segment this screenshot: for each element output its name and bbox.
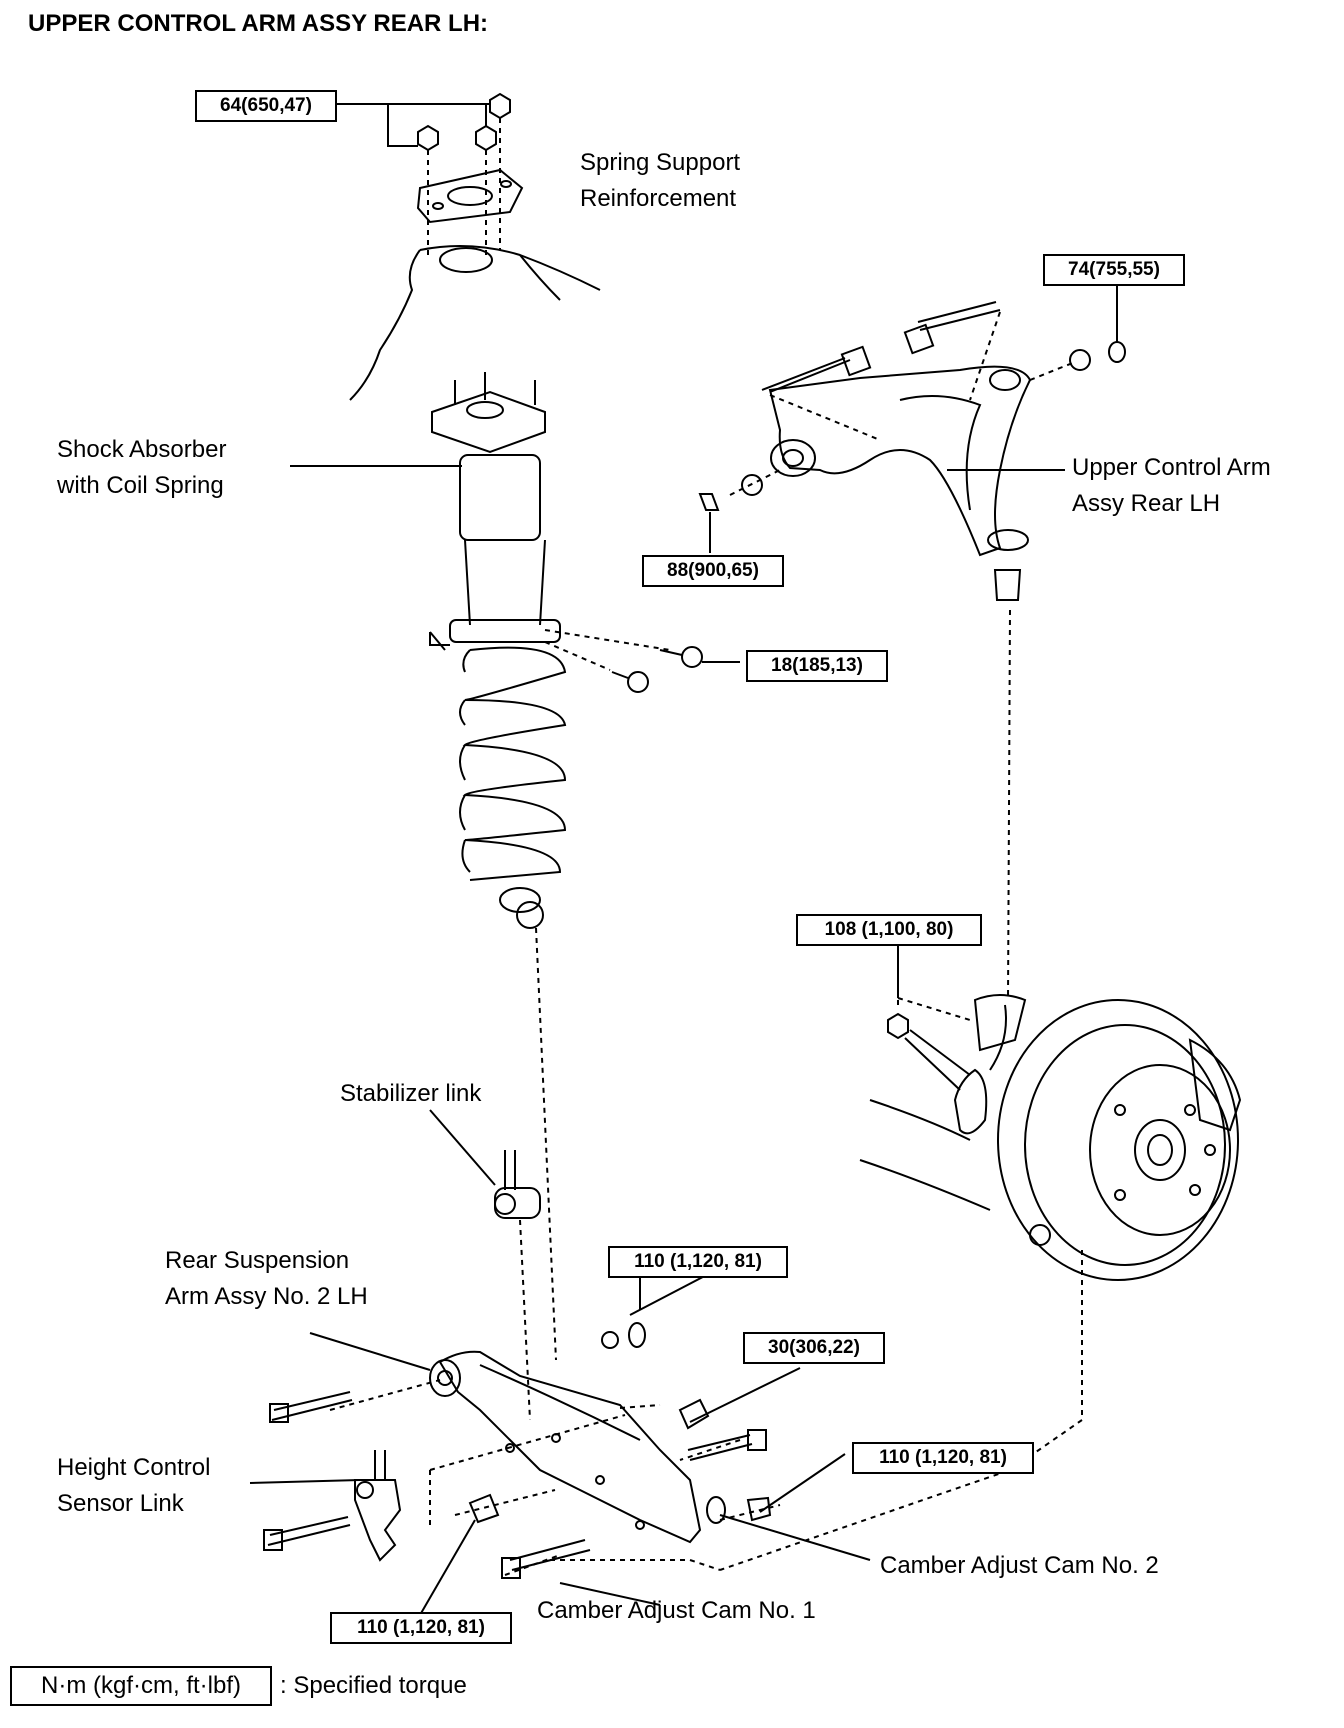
label-spring-support-line2: Reinforcement	[580, 185, 737, 212]
rear-suspension-arm	[429, 1350, 702, 1544]
ball-joint-nut	[887, 1012, 909, 1040]
label-height-control: Height Control Sensor Link	[57, 1450, 210, 1522]
shock-absorber-with-coil-spring	[429, 372, 567, 929]
torque-box-30: 30(306,22)	[743, 1332, 885, 1364]
label-camber-cam-1: Camber Adjust Cam No. 1	[537, 1597, 816, 1624]
label-camber-cam-2: Camber Adjust Cam No. 2	[880, 1552, 1159, 1579]
top-nuts	[417, 92, 511, 152]
label-height-control-line1: Height Control	[57, 1454, 211, 1481]
stabilizer-link	[494, 1150, 541, 1219]
torque-legend-description: : Specified torque	[280, 1672, 467, 1699]
label-shock-absorber-line1: Shock Absorber	[57, 436, 227, 463]
label-rear-suspension-arm-line1: Rear Suspension	[165, 1247, 350, 1274]
torque-box-110-c: 110 (1,120, 81)	[330, 1612, 512, 1644]
arm-fasteners	[263, 1322, 772, 1579]
torque-box-64: 64(650,47)	[195, 90, 337, 122]
label-upper-control-arm-line2: Assy Rear LH	[1072, 490, 1221, 517]
arm-bolts	[698, 301, 1126, 511]
axle-hub-assembly	[859, 994, 1242, 1281]
label-shock-absorber: Shock Absorber with Coil Spring	[57, 432, 226, 504]
height-control-sensor-link	[354, 1450, 402, 1562]
label-stabilizer-link: Stabilizer link	[340, 1080, 482, 1107]
torque-box-74: 74(755,55)	[1043, 254, 1185, 286]
torque-box-110-a: 110 (1,120, 81)	[608, 1246, 788, 1278]
torque-box-18: 18(185,13)	[746, 650, 888, 682]
torque-box-88: 88(900,65)	[642, 555, 784, 587]
label-height-control-line2: Sensor Link	[57, 1490, 184, 1517]
label-rear-suspension-arm-line2: Arm Assy No. 2 LH	[165, 1283, 368, 1310]
body-panel	[349, 245, 601, 401]
label-upper-control-arm: Upper Control Arm Assy Rear LH	[1072, 450, 1271, 522]
spring-support-reinforcement	[416, 168, 524, 224]
upper-control-arm	[768, 365, 1032, 601]
label-rear-suspension-arm: Rear Suspension Arm Assy No. 2 LH	[165, 1243, 368, 1315]
label-shock-absorber-line2: with Coil Spring	[57, 472, 224, 499]
page-title: UPPER CONTROL ARM ASSY REAR LH:	[28, 10, 489, 37]
torque-box-110-b: 110 (1,120, 81)	[852, 1442, 1034, 1474]
torque-unit-legend: N·m (kgf·cm, ft·lbf)	[10, 1666, 272, 1706]
torque-box-108: 108 (1,100, 80)	[796, 914, 982, 946]
label-spring-support-line1: Spring Support	[580, 149, 741, 176]
bracket-bolts	[611, 646, 703, 693]
label-spring-support: Spring Support Reinforcement	[580, 145, 740, 217]
label-upper-control-arm-line1: Upper Control Arm	[1072, 454, 1271, 481]
